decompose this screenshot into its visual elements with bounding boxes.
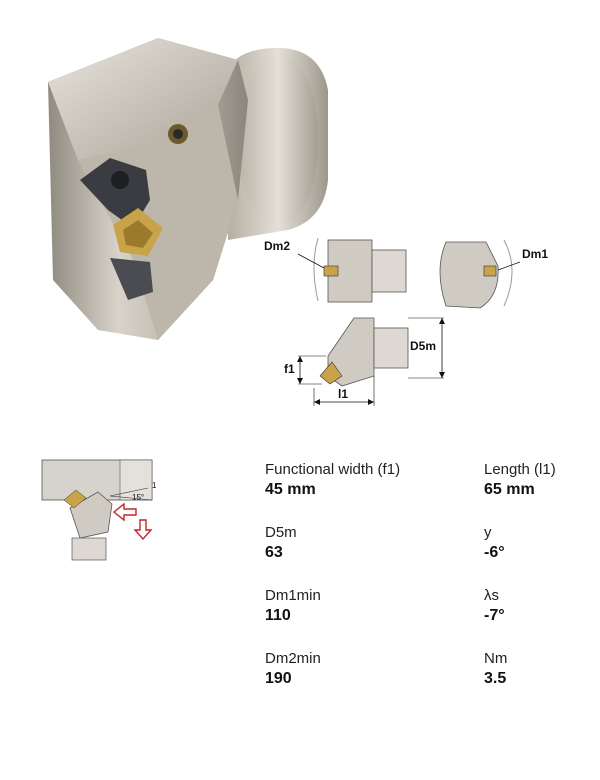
spec-label-dm1min: Dm1min [265, 587, 321, 604]
side-view [297, 237, 407, 303]
spec-value-dm2min: 190 [265, 670, 292, 687]
spec-label-nm: Nm [484, 650, 508, 667]
top-view [297, 317, 445, 406]
dm2-label: Dm2 [264, 239, 290, 253]
spec-label-dm2min: Dm2min [265, 650, 321, 667]
front-view [439, 239, 521, 309]
angle-label: 15° [132, 493, 144, 502]
spec-value-dm1min: 110 [265, 607, 291, 624]
spec-label-gamma: y [484, 524, 492, 541]
left-arrow-icon [112, 502, 137, 522]
spec-value-functional-width: 45 mm [265, 481, 316, 498]
spec-value-lambda: -7° [484, 607, 505, 624]
l1-label: l1 [338, 387, 348, 401]
dimension-drawing: Dm2 Dm1 D5m f1 l1 [264, 237, 548, 406]
spec-label-length: Length (l1) [484, 461, 556, 478]
f1-label: f1 [284, 362, 295, 376]
d5m-label: D5m [410, 339, 436, 353]
spec-label-lambda: λs [484, 587, 499, 604]
orientation-diagram: 15° 1 [41, 459, 157, 561]
spec-value-gamma: -6° [484, 544, 505, 561]
down-arrow-icon [133, 519, 153, 541]
mark-label: 1 [152, 481, 157, 490]
spec-value-d5m: 63 [265, 544, 283, 561]
product-image [48, 38, 328, 340]
spec-label-functional-width: Functional width (f1) [265, 461, 401, 478]
spec-label-d5m: D5m [265, 524, 297, 541]
spec-value-length: 65 mm [484, 481, 535, 498]
dm1-label: Dm1 [522, 247, 548, 261]
spec-value-nm: 3.5 [484, 670, 507, 687]
